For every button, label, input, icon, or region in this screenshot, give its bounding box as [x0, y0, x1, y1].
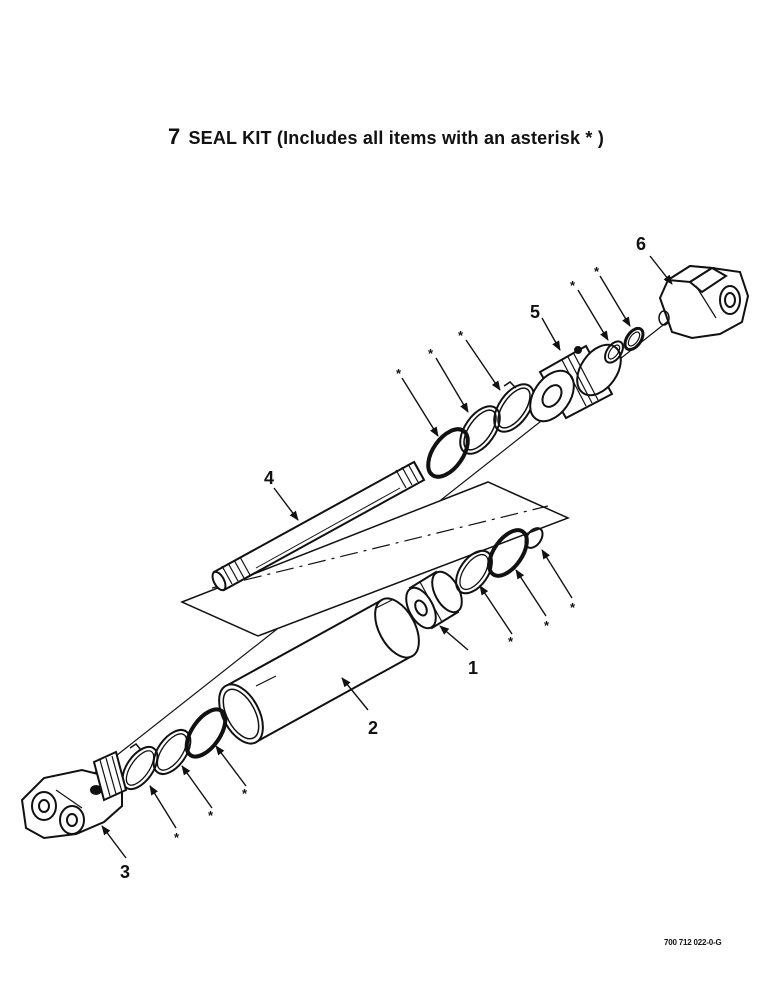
rod-clevis	[658, 264, 750, 340]
asterisk-marker: *	[208, 808, 214, 823]
asterisk-marker: *	[570, 278, 576, 293]
callout-4: 4	[264, 468, 274, 488]
asterisk-marker: *	[544, 618, 550, 633]
seal-kit-title-text: SEAL KIT (Includes all items with an ast…	[188, 128, 605, 148]
rod-wiper-ring	[493, 381, 535, 433]
part-leaders	[101, 255, 673, 859]
piston	[405, 570, 463, 630]
asterisk-marker: *	[570, 600, 576, 615]
barrel-backup-ring	[152, 729, 192, 775]
asterisk-marker: *	[428, 346, 434, 361]
gland-seal-small-1	[604, 340, 624, 364]
asterisk-marker: *	[458, 328, 464, 343]
gland-seal-small-2	[623, 326, 645, 352]
callout-2: 2	[368, 718, 378, 738]
cylinder-barrel	[218, 597, 420, 745]
callout-3: 3	[120, 862, 130, 882]
gland	[529, 343, 622, 423]
piston-inner-o-ring	[524, 527, 544, 549]
piston-o-ring	[487, 528, 529, 578]
asterisk-marker: *	[594, 264, 600, 279]
asterisk-marker: *	[242, 786, 248, 801]
callout-5: 5	[530, 302, 540, 322]
asterisk-marker: *	[174, 830, 180, 845]
base-clevis	[20, 750, 128, 840]
rod-backup-ring	[459, 405, 501, 455]
piston-rod	[211, 460, 426, 592]
figure-id: 700 712 022-0-G	[664, 938, 722, 947]
rod-plane-outline	[180, 481, 570, 637]
seal-kit-title: 7 SEAL KIT (Includes all items with an as…	[168, 124, 604, 150]
callout-1: 1	[468, 658, 478, 678]
seal-kit-item-number: 7	[168, 124, 181, 149]
piston-backup-ring	[455, 549, 493, 595]
seal-leaders	[149, 275, 631, 829]
asterisk-marker: *	[508, 634, 514, 649]
barrel-o-ring	[184, 707, 228, 759]
asterisk-marker: *	[396, 366, 402, 381]
rod-centerline	[211, 505, 549, 589]
callout-6: 6	[636, 234, 646, 254]
